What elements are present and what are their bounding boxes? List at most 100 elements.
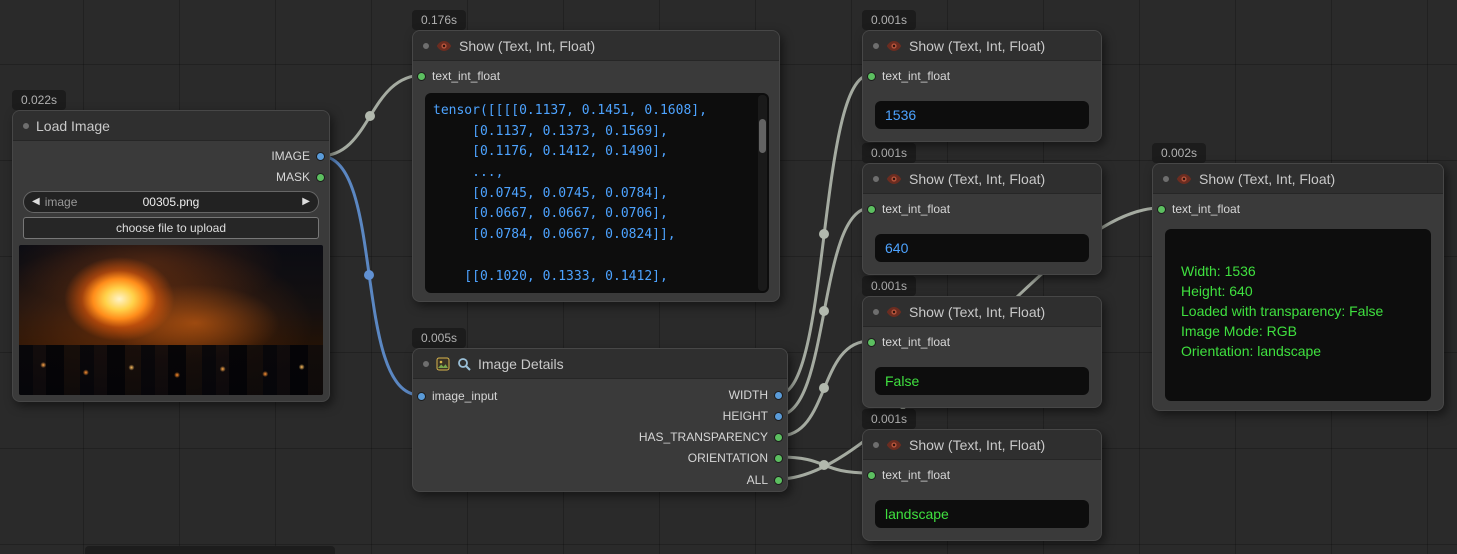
value-display[interactable]: landscape — [875, 500, 1089, 528]
link-midpoint-dot — [364, 270, 374, 280]
output-dot-has-transparency[interactable] — [774, 432, 783, 442]
slot-label: text_int_float — [882, 335, 951, 349]
output-dot-orientation[interactable] — [774, 453, 783, 463]
node-title: Show (Text, Int, Float) — [1199, 170, 1336, 187]
timer-badge: 0.005s — [412, 328, 467, 348]
eye-icon — [886, 306, 902, 318]
input-slot-text-int-float: text_int_float — [867, 66, 950, 86]
detail-line: Height: 640 — [1181, 283, 1253, 299]
node-header[interactable]: Show (Text, Int, Float) — [1153, 164, 1443, 194]
slot-label: HEIGHT — [722, 409, 768, 423]
node-header[interactable]: Show (Text, Int, Float) — [863, 297, 1101, 327]
slot-label: ORIENTATION — [687, 451, 768, 465]
node-title: Image Details — [478, 355, 564, 372]
collapse-dot[interactable] — [423, 42, 429, 49]
link-midpoint-dot — [819, 229, 829, 239]
image-preview — [19, 245, 323, 395]
input-dot[interactable] — [867, 71, 876, 81]
node-header[interactable]: Show (Text, Int, Float) — [863, 164, 1101, 194]
node-header[interactable]: Load Image — [13, 111, 329, 141]
output-slot-mask: MASK — [276, 167, 325, 187]
collapse-dot[interactable] — [873, 42, 879, 49]
collapse-dot[interactable] — [23, 122, 29, 129]
link-midpoint-dot — [819, 306, 829, 316]
scrollbar-thumb[interactable] — [759, 119, 766, 153]
collapse-dot[interactable] — [873, 175, 879, 182]
node-header[interactable]: Show (Text, Int, Float) — [413, 31, 779, 61]
eye-icon — [886, 40, 902, 52]
image-details-output-text[interactable]: Width: 1536 Height: 640 Loaded with tran… — [1165, 229, 1431, 401]
image-filename-combo[interactable]: ◀ image 00305.png ▶ — [23, 191, 319, 213]
tensor-line: [0.1176, 0.1412, 0.1490], — [433, 144, 668, 160]
input-dot[interactable] — [867, 337, 876, 347]
combo-prev-icon[interactable]: ◀ — [32, 196, 40, 207]
output-slot-all: ALL — [747, 470, 783, 490]
input-dot[interactable] — [417, 71, 426, 81]
node-title: Load Image — [36, 117, 110, 134]
output-slot-orientation: ORIENTATION — [688, 448, 783, 468]
input-slot-text-int-float: text_int_float — [1157, 199, 1240, 219]
slot-label: MASK — [275, 170, 310, 184]
value-display[interactable]: False — [875, 367, 1089, 395]
node-title: Show (Text, Int, Float) — [909, 303, 1046, 320]
value-display[interactable]: 640 — [875, 234, 1089, 262]
input-dot[interactable] — [417, 391, 426, 401]
detail-line: Image Mode: RGB — [1181, 323, 1297, 339]
output-slot-width: WIDTH — [729, 385, 783, 405]
node-header[interactable]: Show (Text, Int, Float) — [863, 430, 1101, 460]
output-slot-has-transparency: HAS_TRANSPARENCY — [639, 427, 783, 447]
combo-value: 00305.png — [142, 195, 200, 209]
value-display[interactable]: 1536 — [875, 101, 1089, 129]
node-show-orientation[interactable]: Show (Text, Int, Float) text_int_float l… — [862, 429, 1102, 541]
node-title: Show (Text, Int, Float) — [459, 37, 596, 54]
node-show-tensor[interactable]: Show (Text, Int, Float) text_int_float t… — [412, 30, 780, 302]
scrollbar[interactable] — [758, 95, 767, 291]
slot-label: text_int_float — [1172, 202, 1241, 216]
node-title: Show (Text, Int, Float) — [909, 436, 1046, 453]
output-dot-width[interactable] — [774, 390, 783, 400]
node-show-height[interactable]: Show (Text, Int, Float) text_int_float 6… — [862, 163, 1102, 275]
detail-line: Orientation: landscape — [1181, 343, 1322, 359]
tensor-output-text[interactable]: tensor([[[[0.1137, 0.1451, 0.1608], [0.1… — [425, 93, 769, 293]
tensor-line: [0.0667, 0.0667, 0.0706], — [433, 206, 668, 222]
timer-badge: 0.002s — [1152, 143, 1207, 163]
node-header[interactable]: Image Details — [413, 349, 787, 379]
slot-label: text_int_float — [882, 468, 951, 482]
input-slot-text-int-float: text_int_float — [867, 465, 950, 485]
node-load-image[interactable]: Load Image IMAGE MASK ◀ image 00305.png … — [12, 110, 330, 402]
collapse-dot[interactable] — [1163, 175, 1169, 182]
input-dot[interactable] — [867, 204, 876, 214]
offscreen-node-edge[interactable] — [85, 546, 335, 554]
eye-icon — [886, 173, 902, 185]
input-dot[interactable] — [867, 470, 876, 480]
output-slot-image: IMAGE — [271, 146, 325, 166]
input-dot[interactable] — [1157, 204, 1166, 214]
tensor-line: [[0.1020, 0.1333, 0.1412], — [433, 268, 668, 284]
slot-label: image_input — [432, 389, 498, 403]
tensor-line: [0.0784, 0.0667, 0.0824]], — [433, 227, 676, 243]
input-slot-text-int-float: text_int_float — [867, 332, 950, 352]
choose-file-button[interactable]: choose file to upload — [23, 217, 319, 239]
node-header[interactable]: Show (Text, Int, Float) — [863, 31, 1101, 61]
combo-label: image — [44, 195, 78, 209]
link-midpoint-dot — [819, 383, 829, 393]
output-slot-height: HEIGHT — [723, 406, 783, 426]
output-dot-image[interactable] — [316, 151, 325, 161]
tensor-line: [0.1137, 0.1373, 0.1569], — [433, 123, 668, 139]
node-show-all[interactable]: Show (Text, Int, Float) text_int_float W… — [1152, 163, 1444, 411]
output-dot-mask[interactable] — [316, 172, 325, 182]
node-image-details[interactable]: Image Details image_input WIDTH HEIGHT H… — [412, 348, 788, 492]
timer-badge: 0.001s — [862, 10, 917, 30]
combo-next-icon[interactable]: ▶ — [302, 196, 310, 207]
node-show-transparency[interactable]: Show (Text, Int, Float) text_int_float F… — [862, 296, 1102, 408]
eye-icon — [886, 439, 902, 451]
output-dot-all[interactable] — [774, 475, 783, 485]
collapse-dot[interactable] — [873, 441, 879, 448]
output-dot-height[interactable] — [774, 411, 783, 421]
node-title: Show (Text, Int, Float) — [909, 37, 1046, 54]
detail-line: Loaded with transparency: False — [1181, 303, 1384, 319]
node-show-width[interactable]: Show (Text, Int, Float) text_int_float 1… — [862, 30, 1102, 142]
collapse-dot[interactable] — [873, 308, 879, 315]
collapse-dot[interactable] — [423, 360, 429, 367]
